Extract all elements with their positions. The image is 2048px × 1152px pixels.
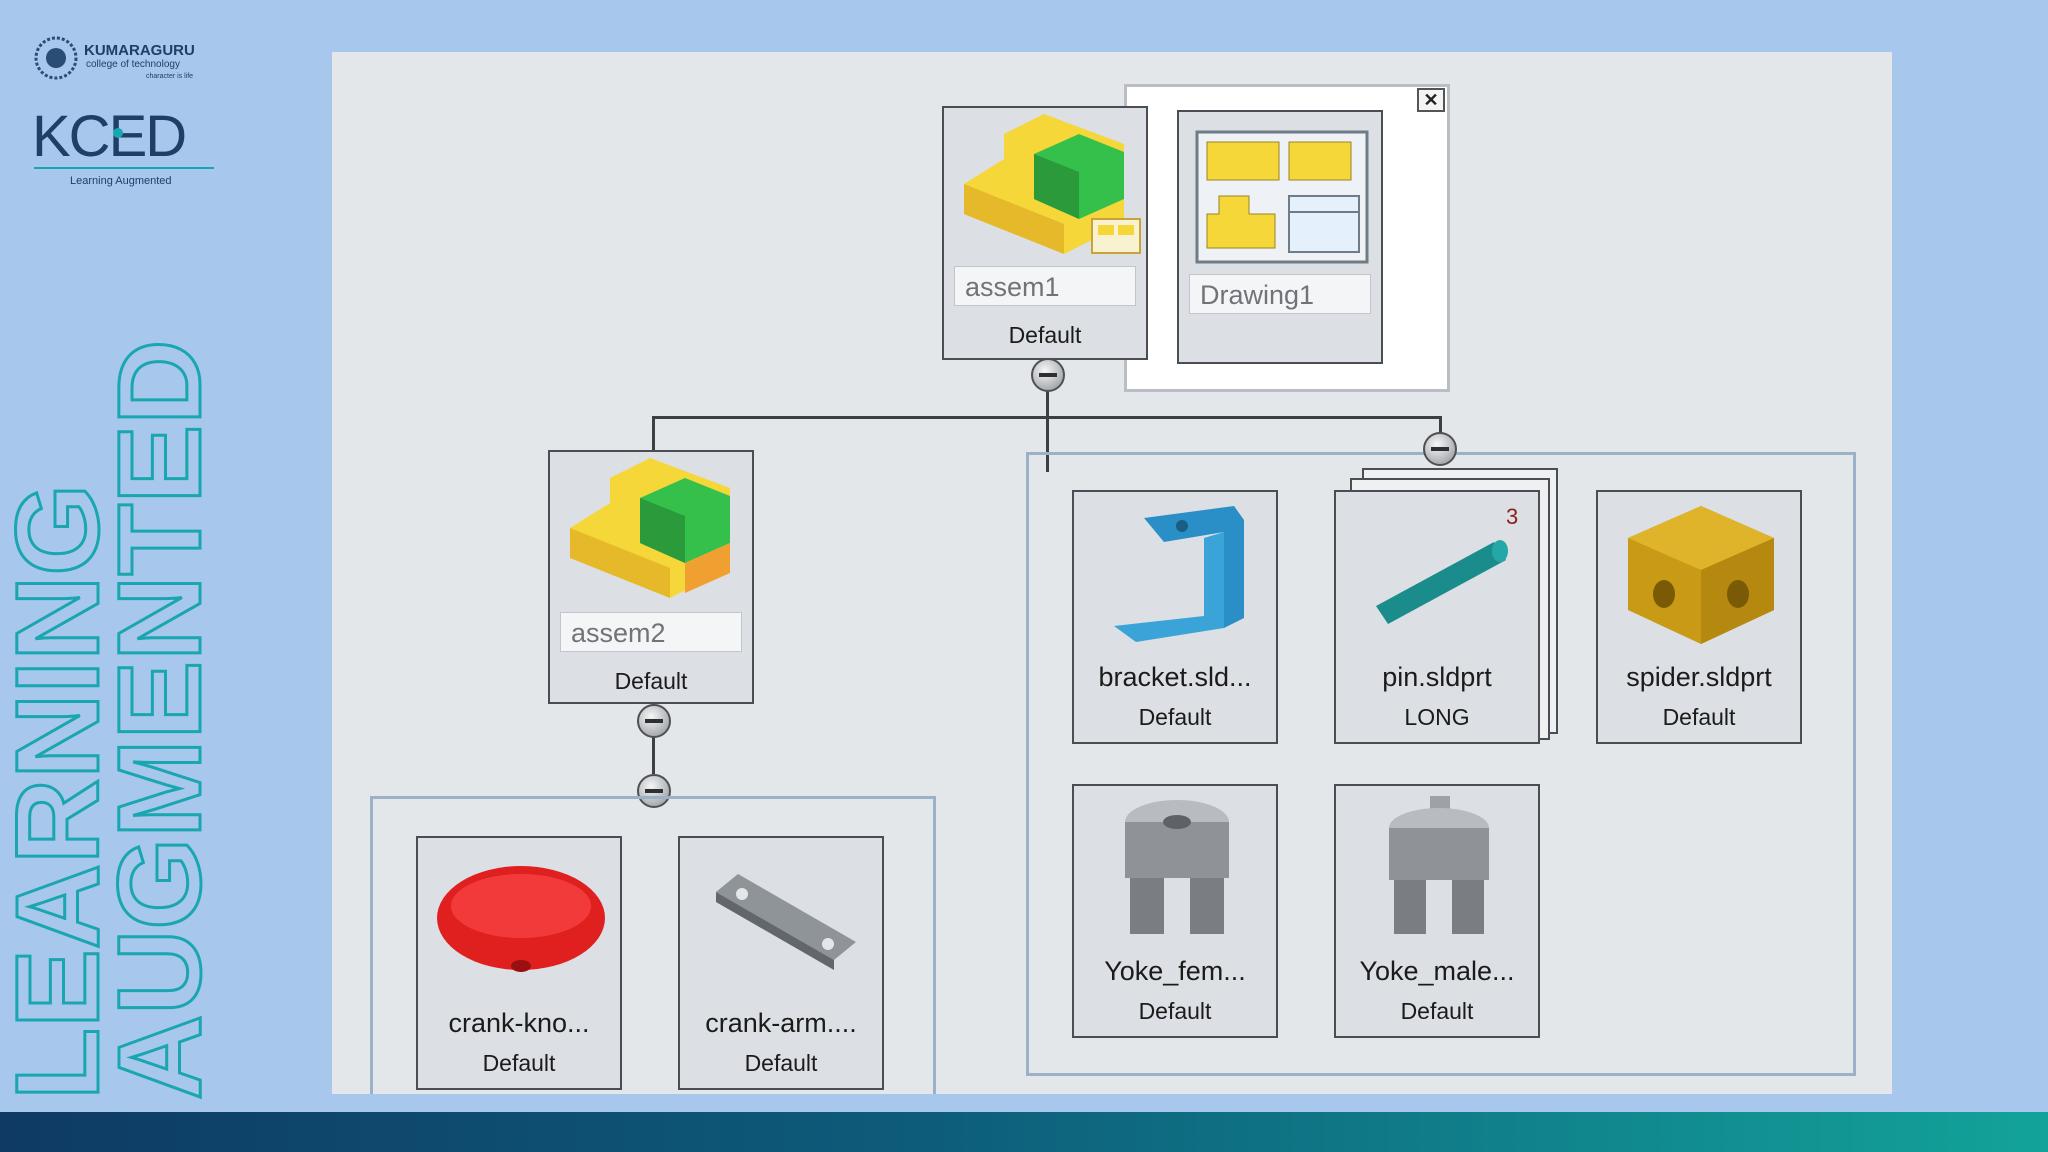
connector-line	[652, 702, 655, 774]
close-button[interactable]: ✕	[1417, 88, 1445, 112]
part-name: pin.sldprt	[1382, 662, 1492, 692]
drawing-name-field[interactable]: Drawing1	[1189, 274, 1371, 314]
yoke-female-icon	[1125, 800, 1229, 934]
configuration-label: Default	[1138, 998, 1212, 1024]
assembly-name-field[interactable]: assem2	[560, 612, 742, 652]
bottom-accent-bar	[0, 1112, 2048, 1152]
svg-text:AUGMENTED: AUGMENTED	[94, 340, 210, 1100]
configuration-label: Default	[1400, 998, 1474, 1024]
collapse-toggle[interactable]	[1031, 358, 1065, 392]
svg-text:KUMARAGURU: KUMARAGURU	[84, 42, 195, 59]
assembly-tree-panel: ✕ assem1 Default Drawing1	[332, 52, 1892, 1094]
configuration-label: Default	[1662, 704, 1736, 730]
configuration-label: Default	[482, 1050, 556, 1076]
part-name: Yoke_male...	[1359, 956, 1515, 986]
drawing-node[interactable]: Drawing1	[1177, 110, 1383, 364]
institution-logo: KUMARAGURU college of technology charact…	[34, 36, 195, 80]
bracket-icon	[1114, 506, 1244, 642]
instance-count: 3	[1506, 504, 1519, 529]
part-node[interactable]: crank-arm.... Default	[678, 836, 884, 1090]
drawing-icon	[1195, 130, 1369, 264]
assembly-name-field[interactable]: assem1	[954, 266, 1136, 306]
drawing-name: Drawing1	[1200, 280, 1315, 310]
connector-line	[652, 416, 655, 470]
collapse-toggle[interactable]	[1423, 432, 1457, 466]
part-node[interactable]: crank-kno... Default	[416, 836, 622, 1090]
svg-text:character is life: character is life	[146, 73, 193, 80]
part-node[interactable]: 3 pin.sldprt LONG	[1334, 490, 1540, 744]
kced-logo: KCED Learning Augmented	[32, 104, 214, 187]
svg-text:KCED: KCED	[32, 104, 185, 169]
collapse-toggle[interactable]	[637, 774, 671, 808]
configuration-label: Default	[1008, 322, 1082, 348]
collapse-toggle[interactable]	[637, 704, 671, 738]
svg-text:college of technology: college of technology	[86, 59, 180, 70]
red-knob-icon	[437, 866, 605, 972]
spider-icon	[1628, 506, 1774, 644]
close-icon: ✕	[1423, 90, 1439, 110]
part-node[interactable]: bracket.sld... Default	[1072, 490, 1278, 744]
learning-augmented-vertical-text: LEARNING AUGMENTED	[0, 338, 210, 1101]
crank-arm-icon	[716, 874, 856, 970]
sub-assembly-node[interactable]: assem2 Default	[548, 450, 754, 704]
configuration-label: Default	[1138, 704, 1212, 730]
pin-icon	[1376, 540, 1508, 624]
assembly-name: assem2	[571, 618, 666, 648]
configuration-label: LONG	[1404, 704, 1470, 730]
sub-assembly-parts-group	[370, 796, 936, 1094]
root-assembly-node[interactable]: assem1 Default	[942, 106, 1148, 360]
svg-text:LEARNING: LEARNING	[0, 484, 124, 1100]
assembly-name: assem1	[965, 272, 1060, 302]
part-name: bracket.sld...	[1098, 662, 1252, 692]
part-node[interactable]: Yoke_male... Default	[1334, 784, 1540, 1038]
part-name: Yoke_fem...	[1104, 956, 1246, 986]
part-node[interactable]: spider.sldprt Default	[1596, 490, 1802, 744]
part-name: spider.sldprt	[1626, 662, 1772, 692]
svg-text:Learning Augmented: Learning Augmented	[70, 175, 172, 187]
configuration-label: Default	[614, 668, 688, 694]
configuration-label: Default	[744, 1050, 818, 1076]
assembly-icon	[570, 458, 730, 598]
part-name: crank-kno...	[448, 1008, 590, 1038]
yoke-male-icon	[1389, 796, 1489, 934]
connector-line	[652, 416, 1442, 419]
part-name: crank-arm....	[705, 1008, 857, 1038]
part-node[interactable]: Yoke_fem... Default	[1072, 784, 1278, 1038]
assembly-icon	[964, 114, 1141, 254]
